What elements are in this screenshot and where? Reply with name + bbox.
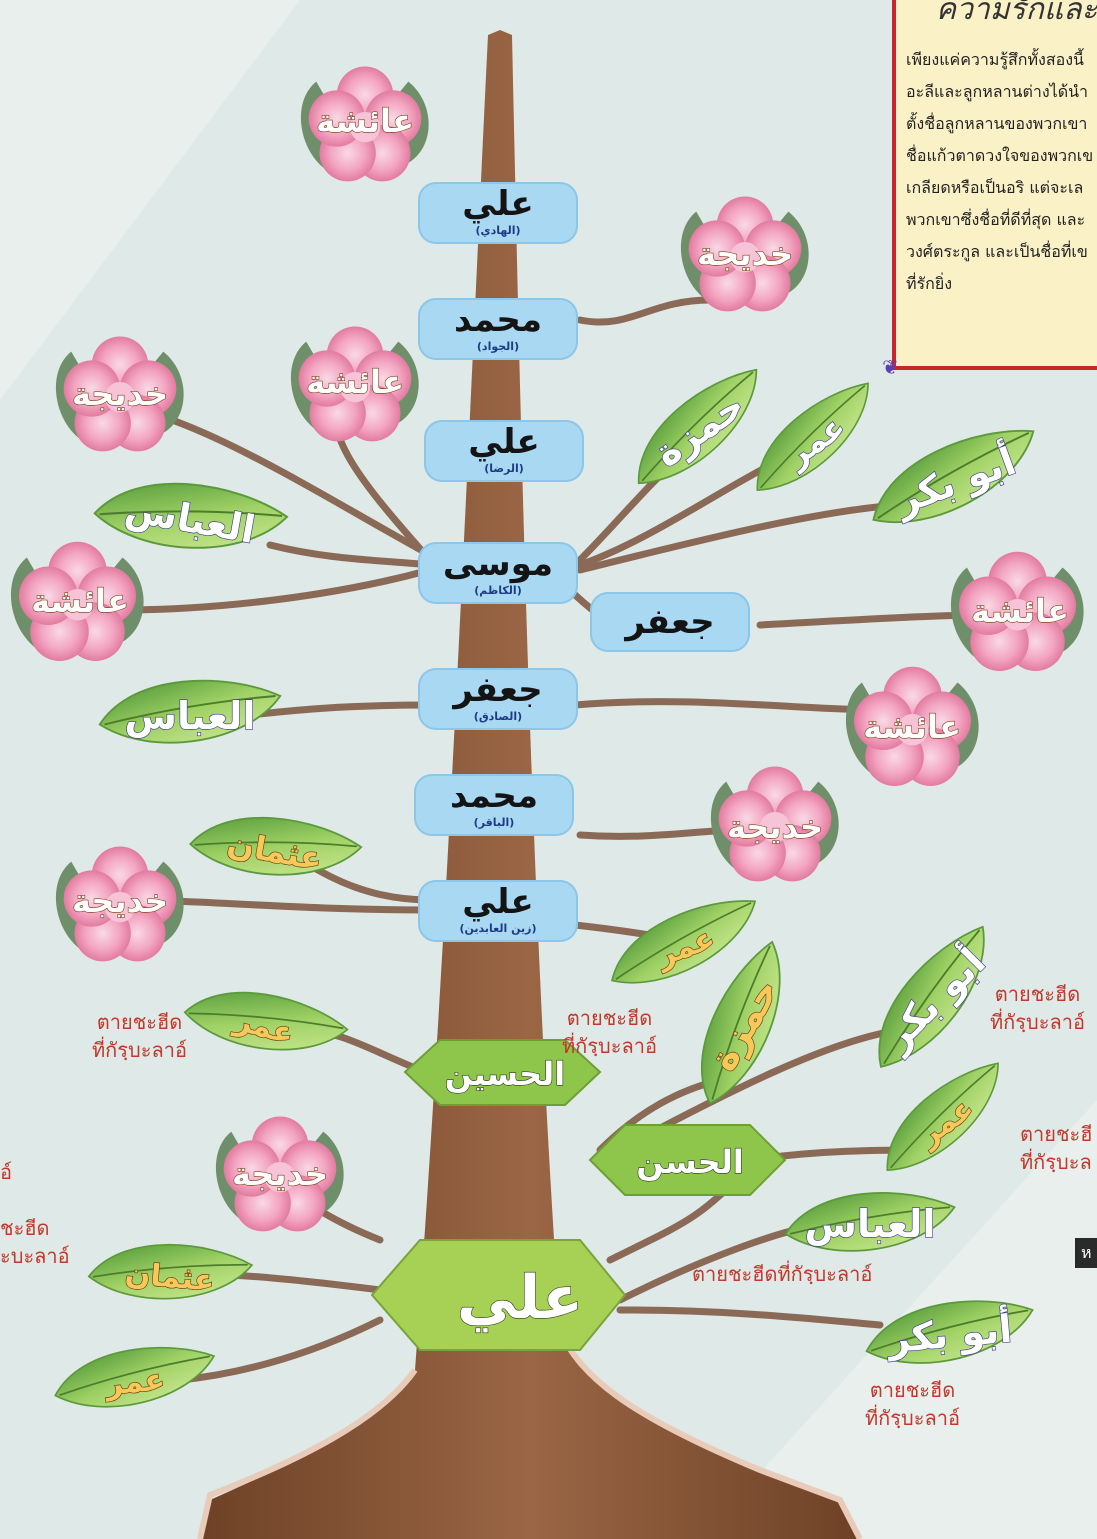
svg-text:علي: علي bbox=[457, 1263, 583, 1333]
ornament-icon: ❦ bbox=[882, 355, 899, 379]
info-box: ความรักและค เพียงแค่ความรู้สึกทั้งสองนี้… bbox=[892, 0, 1097, 370]
info-title: ความรักและค bbox=[936, 0, 1097, 27]
leaf-abbas-3: العباس bbox=[784, 1192, 956, 1252]
info-line: ชื่อแก้วตาดวงใจของพวกเข bbox=[906, 146, 1094, 165]
svg-text:خديجة: خديجة bbox=[72, 882, 168, 920]
imam-name: علي bbox=[462, 184, 534, 224]
svg-text:عمر: عمر bbox=[102, 1362, 166, 1402]
imam-name: محمد bbox=[450, 776, 538, 816]
imam-title: (الكاظم) bbox=[474, 584, 522, 597]
imam-name: جعفر bbox=[453, 670, 543, 710]
side-name: جعفر bbox=[625, 602, 715, 642]
svg-text:العباس: العباس bbox=[125, 694, 256, 738]
svg-text:خديجة: خديجة bbox=[697, 235, 793, 273]
martyr-note-right-2: ตายชะฮี ที่กัรฺบะล bbox=[1020, 1122, 1093, 1174]
info-line: อะลีและลูกหลานต่างได้นำ bbox=[906, 82, 1089, 101]
flower-aisha-5: عائشة bbox=[845, 666, 979, 786]
info-line: เพียงแค่ความรู้สึกทั้งสองนี้ bbox=[906, 50, 1084, 69]
imam-title: (الصادق) bbox=[473, 710, 523, 723]
flower-khadija-1: خديجة bbox=[680, 196, 809, 312]
svg-text:خديجة: خديجة bbox=[72, 375, 168, 413]
leaf-uthman-2: عثمان bbox=[86, 1236, 255, 1308]
info-line: ตั้งชื่อลูกหลานของพวกเขา bbox=[906, 114, 1088, 133]
svg-text:عائشة: عائشة bbox=[971, 592, 1069, 630]
svg-text:عائشة: عائشة bbox=[863, 708, 961, 746]
imam-name: علي bbox=[462, 882, 534, 922]
svg-text:الحسن: الحسن bbox=[636, 1143, 743, 1181]
flower-aisha-3: عائشة bbox=[10, 541, 144, 661]
martyr-note-abbas: ตายชะฮีดที่กัรฺบะลาอ์ bbox=[692, 1262, 873, 1286]
leaf-umar-3: عمر bbox=[179, 973, 352, 1071]
flower-khadija-2: خديجة bbox=[55, 336, 184, 452]
leaf-umar-1: عمر bbox=[735, 371, 892, 504]
leaf-abbas-1: العباس bbox=[90, 466, 291, 567]
imam-name: محمد bbox=[454, 300, 542, 340]
side-box-jafar: جعفر bbox=[590, 592, 750, 652]
imam-title: (الرضا) bbox=[484, 462, 524, 475]
svg-text:خديجة: خديجة bbox=[727, 808, 823, 846]
martyr-note-center: ตายชะฮีด ที่กัรฺบะลาอ์ bbox=[562, 1006, 657, 1058]
imam-box-hadi: علي (الهادي) bbox=[418, 182, 578, 244]
imam-title: (الباقر) bbox=[473, 816, 515, 829]
flower-khadija-4: خديجة bbox=[55, 846, 184, 962]
imam-title: (زين العابدين) bbox=[459, 922, 537, 935]
imam-box-baqir: محمد (الباقر) bbox=[414, 774, 574, 836]
flower-khadija-5: خديجة bbox=[215, 1116, 344, 1232]
flower-aisha-2: عائشة bbox=[290, 326, 419, 442]
imam-box-kazim: موسى (الكاظم) bbox=[418, 542, 578, 604]
hexagon-ali: علي bbox=[370, 1239, 627, 1351]
svg-text:عائشة: عائشة bbox=[306, 363, 404, 401]
flower-aisha-1: عائشة bbox=[300, 66, 429, 182]
leaf-uthman-1: عثمان bbox=[186, 802, 365, 892]
svg-text:عائشة: عائشة bbox=[31, 582, 129, 620]
imam-box-rida: علي (الرضا) bbox=[424, 420, 584, 482]
leaf-umar-4: عمر bbox=[865, 1051, 1022, 1184]
svg-text:الحسين: الحسين bbox=[445, 1055, 565, 1093]
leaf-hamza-1: حمزة bbox=[615, 357, 782, 498]
imam-box-zainulabidin: علي (زين العابدين) bbox=[418, 880, 578, 942]
imam-box-sadiq: جعفر (الصادق) bbox=[418, 668, 578, 730]
svg-text:العباس: العباس bbox=[805, 1202, 936, 1246]
dark-tag: ห bbox=[1075, 1238, 1097, 1268]
info-line: ที่รักยิ่ง bbox=[906, 274, 953, 293]
info-line: พวกเขาซึ่งชื่อที่ดีที่สุด และ bbox=[906, 210, 1086, 229]
martyr-note-left-edge-2: ชะฮีด ะบะลาอ์ bbox=[0, 1216, 70, 1268]
hexagon-hasan: الحسن bbox=[588, 1124, 787, 1196]
imam-name: موسى bbox=[442, 544, 554, 584]
flower-aisha-4: عائشة bbox=[950, 551, 1084, 671]
martyr-note-left-edge: อ์ bbox=[0, 1160, 13, 1184]
imam-title: (الجواد) bbox=[476, 340, 520, 353]
imam-title: (الهادي) bbox=[475, 224, 521, 237]
leaf-umar-5: عمر bbox=[50, 1341, 219, 1413]
martyr-note-right: ตายชะฮีด ที่กัรฺบะลาอ์ bbox=[990, 982, 1085, 1034]
info-body: เพียงแค่ความรู้สึกทั้งสองนี้ อะลีและลูกห… bbox=[906, 44, 1097, 300]
imam-name: علي bbox=[468, 422, 540, 462]
svg-text:عائشة: عائشة bbox=[316, 102, 414, 140]
leaf-abubakr-1: أبو بكر bbox=[857, 415, 1051, 538]
info-line: เกลียดหรือเป็นอริ แต่จะเล bbox=[906, 178, 1084, 197]
info-line: วงศ์ตระกูล และเป็นชื่อที่เข bbox=[906, 242, 1088, 261]
imam-box-jawad: محمد (الجواد) bbox=[418, 298, 578, 360]
martyr-note-abubakr: ตายชะฮีด ที่กัรฺบะลาอ์ bbox=[865, 1378, 960, 1430]
hexagon-husain: الحسين bbox=[403, 1039, 602, 1106]
flower-khadija-3: خديجة bbox=[710, 766, 839, 882]
leaf-abbas-2: العباس bbox=[98, 679, 282, 744]
martyr-note-left: ตายชะฮีด ที่กัรฺบะลาอ์ bbox=[92, 1010, 187, 1062]
svg-text:عثمان: عثمان bbox=[124, 1256, 216, 1299]
svg-text:خديجة: خديجة bbox=[232, 1155, 328, 1193]
svg-text:أبو بكر: أبو بكر bbox=[871, 938, 994, 1061]
